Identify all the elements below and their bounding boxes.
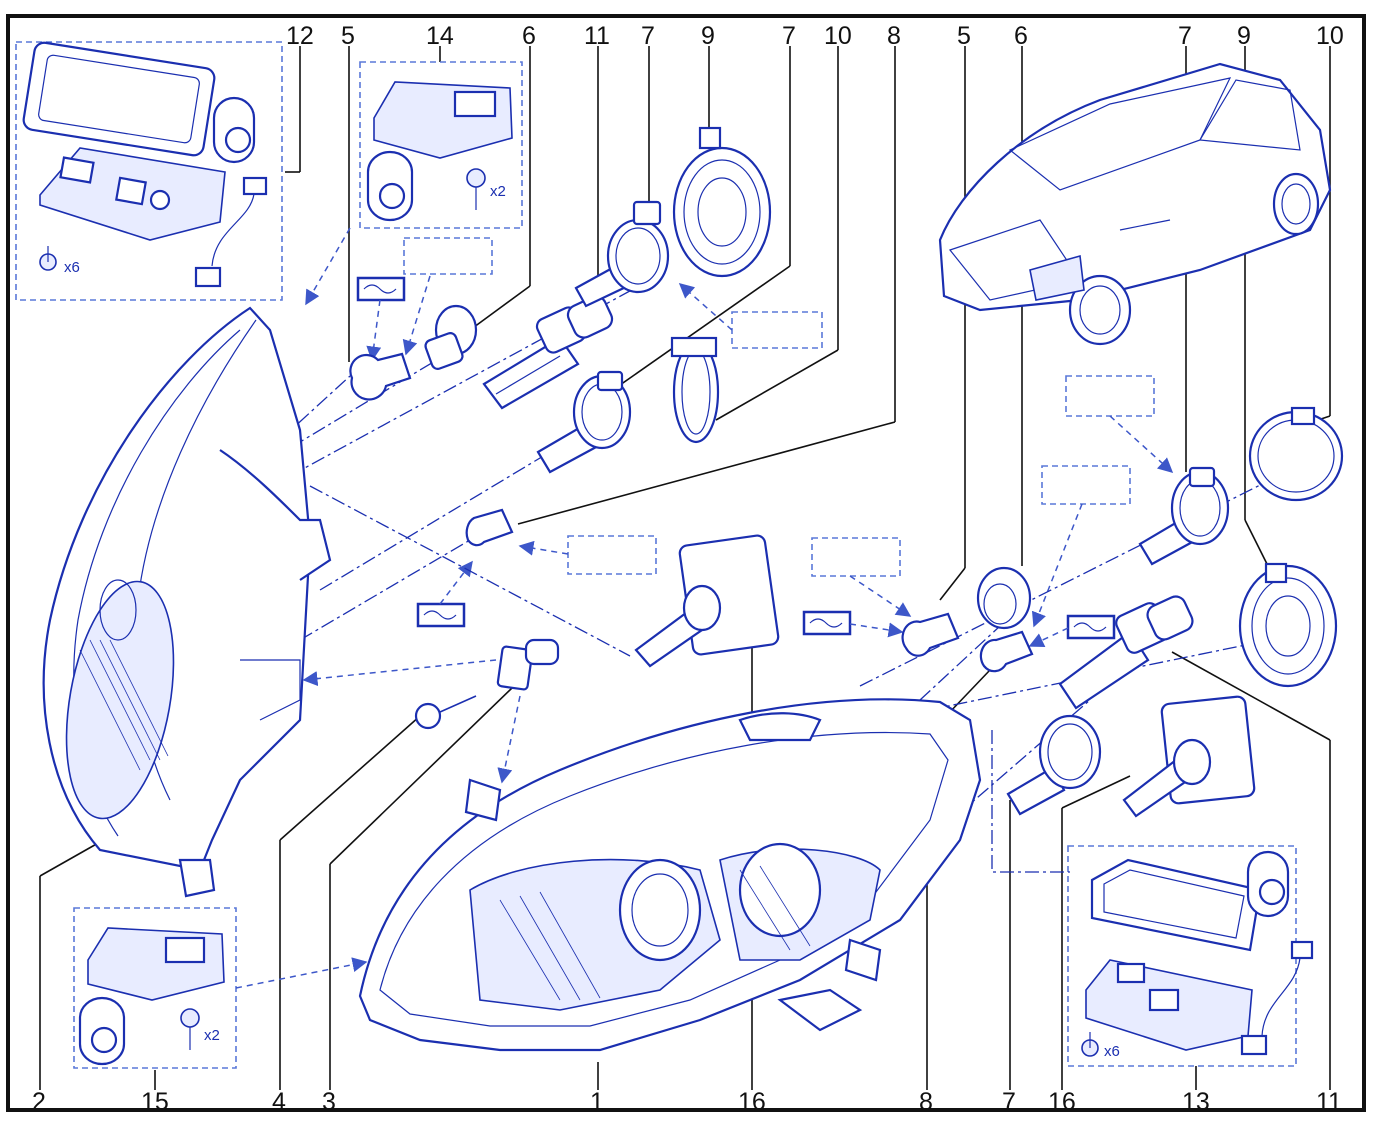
callout-11: 11: [1316, 1088, 1342, 1116]
callout-4: 4: [272, 1088, 286, 1116]
ring-10-top: [670, 336, 720, 444]
bulb-7-right-lower: [1006, 714, 1102, 816]
screw-4: [414, 695, 477, 730]
callout-1: 1: [590, 1088, 604, 1116]
kit-15-ballast-kit: x2: [73, 907, 237, 1069]
callout-9: 9: [701, 22, 715, 50]
bottom-callouts: 2 15 4 3 1 16 8 7 16 13 11: [32, 1088, 1342, 1116]
callout-15: 15: [141, 1088, 169, 1116]
kit-12-ballast-kit: x6: [15, 41, 283, 301]
xenon-bulb-11-top: [482, 295, 614, 410]
igniter-16-mid: [634, 534, 780, 668]
callout-7: 7: [1178, 22, 1192, 50]
callout-2: 2: [32, 1088, 46, 1116]
top-callouts: 12 5 14 6 11 7 9 7 10 8 5 6 7 9 10: [286, 22, 1344, 50]
bottom-leaders: [39, 646, 1331, 1090]
callout-11: 11: [584, 22, 610, 50]
callout-7: 7: [1002, 1088, 1016, 1116]
bulb-8-mid: [465, 508, 514, 547]
bulb-5-right: [901, 612, 960, 657]
igniter-16-right: [1122, 695, 1256, 818]
kit-12-screw-qty: x6: [64, 259, 80, 276]
xenon-bulb-11-right: [1058, 595, 1194, 710]
headlamp-2-left: [42, 306, 332, 898]
callout-8: 8: [887, 22, 901, 50]
socket-6-top: [424, 304, 478, 370]
callout-7: 7: [782, 22, 796, 50]
callout-5: 5: [341, 22, 355, 50]
callout-3: 3: [322, 1088, 336, 1116]
callout-8: 8: [919, 1088, 933, 1116]
bulb-type-chips: [356, 276, 1116, 640]
callout-13: 13: [1182, 1088, 1210, 1116]
kit-14-ballast-kit: x2: [359, 61, 523, 229]
callout-7: 7: [641, 22, 655, 50]
callout-5: 5: [957, 22, 971, 50]
callout-9: 9: [1237, 22, 1251, 50]
car-illustration: [938, 62, 1332, 346]
bulb-7-top-lower: [536, 370, 632, 474]
bulb-7-top-upper: [574, 200, 670, 308]
callout-10: 10: [1316, 22, 1344, 50]
kit-15-screw-qty: x2: [204, 1027, 220, 1044]
bulb-8-right: [979, 630, 1034, 673]
kit-13-screw-qty: x6: [1104, 1043, 1120, 1060]
callout-10: 10: [824, 22, 852, 50]
socket-6-right: [976, 566, 1032, 630]
callout-16: 16: [1048, 1088, 1076, 1116]
kit-14-screw-qty: x2: [490, 183, 506, 200]
cap-9-top: [672, 126, 772, 278]
empty-label-boxes: [403, 237, 1155, 577]
callout-6: 6: [522, 22, 536, 50]
headlamp-1-front: [358, 698, 982, 1052]
callout-12: 12: [286, 22, 314, 50]
bulb-5-top: [349, 352, 412, 401]
kit-13-ballast-kit: x6: [1067, 845, 1314, 1067]
bulb-7-right-upper: [1138, 466, 1230, 566]
callout-14: 14: [426, 22, 454, 50]
dashed-arrows: [235, 227, 1174, 989]
callout-6: 6: [1014, 22, 1028, 50]
connector-3: [496, 638, 560, 691]
cap-9-right: [1238, 562, 1338, 688]
callout-16: 16: [738, 1088, 766, 1116]
ring-10-right: [1248, 406, 1344, 502]
